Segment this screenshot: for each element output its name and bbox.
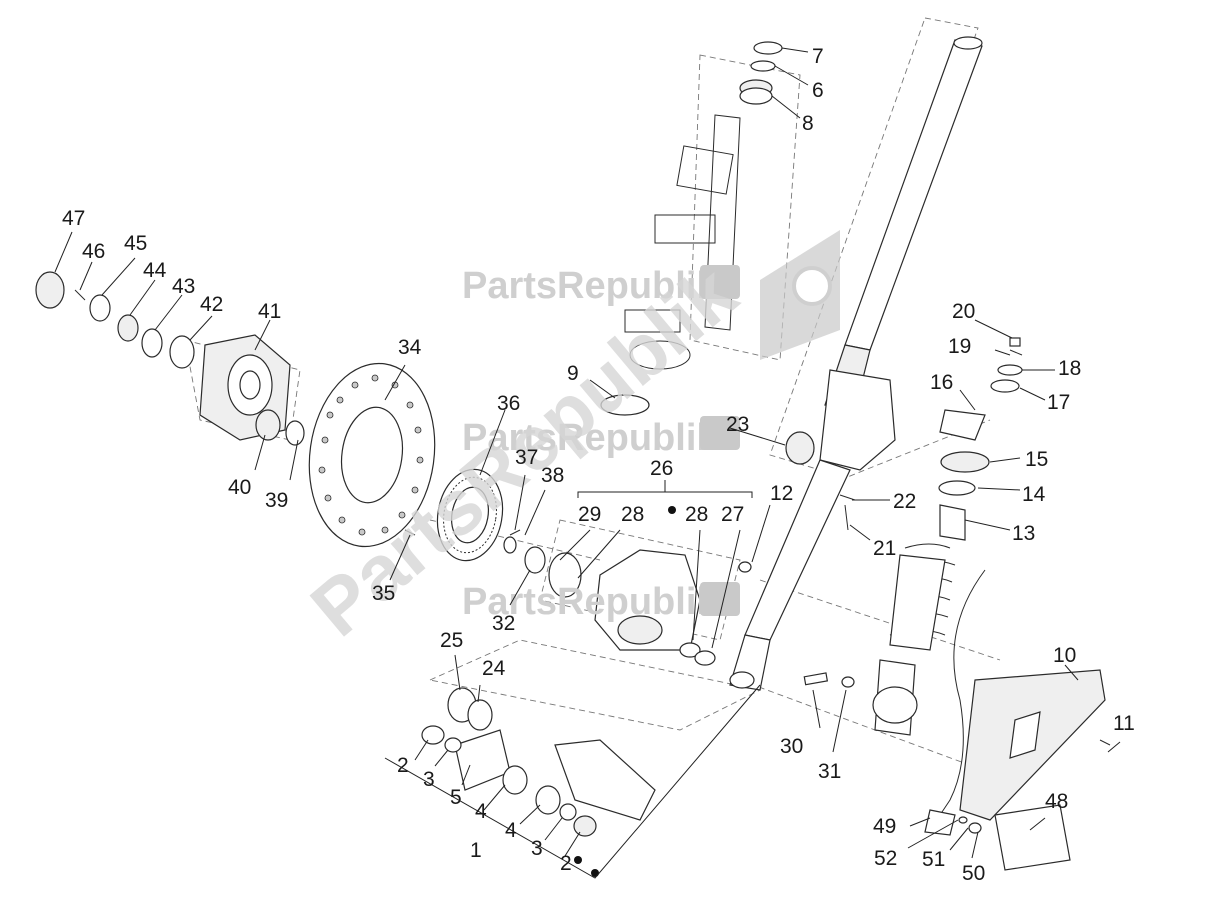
bullet-dot bbox=[591, 869, 599, 877]
part-label: 10 bbox=[1053, 644, 1076, 667]
abs-tone-ring bbox=[436, 468, 504, 562]
part-label: 49 bbox=[873, 815, 896, 838]
part-label: 41 bbox=[258, 300, 281, 323]
part-label: 50 bbox=[962, 862, 985, 885]
part-label: 3 bbox=[531, 837, 543, 860]
part-label: 22 bbox=[893, 490, 916, 513]
part-label: 37 bbox=[515, 446, 538, 469]
part-label: 47 bbox=[62, 207, 85, 230]
bullet-dot bbox=[574, 856, 582, 864]
bullet-dot bbox=[668, 506, 676, 514]
part-label: 44 bbox=[143, 259, 167, 282]
part-label: 11 bbox=[1113, 712, 1135, 735]
part-label: 31 bbox=[818, 760, 841, 783]
part-label: 18 bbox=[1058, 357, 1081, 380]
part-label: 45 bbox=[124, 232, 147, 255]
part-label: 2 bbox=[560, 852, 572, 875]
mudguard-cover bbox=[924, 569, 1106, 871]
watermark-text: PartsRepublik bbox=[462, 581, 718, 623]
part-label: 5 bbox=[450, 786, 462, 809]
part-label: 52 bbox=[874, 847, 897, 870]
leader-lines bbox=[54, 47, 1121, 859]
part-label: 16 bbox=[930, 371, 953, 394]
part-label: 38 bbox=[541, 464, 564, 487]
part-label: 6 bbox=[812, 79, 824, 102]
part-label: 36 bbox=[497, 392, 520, 415]
shock-absorber bbox=[872, 337, 1023, 736]
part-label: 14 bbox=[1022, 483, 1046, 506]
part-label: 29 bbox=[578, 503, 601, 526]
watermark-gear-icon bbox=[792, 266, 832, 306]
part-label: 26 bbox=[650, 457, 673, 480]
watermark-logo-icon bbox=[700, 582, 740, 616]
part-label: 28 bbox=[685, 503, 708, 526]
part-label: 34 bbox=[398, 336, 422, 359]
part-label: 35 bbox=[372, 582, 395, 605]
part-label: 23 bbox=[726, 413, 749, 436]
part-label: 13 bbox=[1012, 522, 1035, 545]
brake-disc bbox=[308, 362, 436, 548]
part-label: 51 bbox=[922, 848, 945, 871]
watermark-text: PartsRepublik bbox=[462, 265, 718, 307]
part-label: 4 bbox=[475, 800, 487, 823]
part-label: 12 bbox=[770, 482, 793, 505]
part-label: 21 bbox=[873, 537, 896, 560]
wheel-axle-parts bbox=[384, 506, 761, 879]
part-label: 1 bbox=[470, 839, 482, 862]
part-label: 2 bbox=[397, 754, 409, 777]
part-label: 28 bbox=[621, 503, 644, 526]
part-label: 32 bbox=[492, 612, 515, 635]
brake-caliper bbox=[503, 536, 716, 666]
watermark-text: PartsRepublik bbox=[462, 417, 718, 459]
part-label: 7 bbox=[812, 45, 824, 68]
part-label: 30 bbox=[780, 735, 803, 758]
watermark-logo-icon bbox=[700, 416, 740, 450]
fork-leg bbox=[729, 36, 983, 691]
part-label: 9 bbox=[567, 362, 579, 385]
part-label: 24 bbox=[482, 657, 506, 680]
part-label: 42 bbox=[200, 293, 223, 316]
misc-fasteners bbox=[404, 394, 1111, 746]
part-label: 40 bbox=[228, 476, 251, 499]
part-label: 3 bbox=[423, 768, 435, 791]
part-label: 48 bbox=[1045, 790, 1068, 813]
part-label: 43 bbox=[172, 275, 195, 298]
part-label: 15 bbox=[1025, 448, 1048, 471]
part-label: 27 bbox=[721, 503, 744, 526]
steering-tube bbox=[624, 114, 741, 370]
part-label: 25 bbox=[440, 629, 463, 652]
part-label: 46 bbox=[82, 240, 105, 263]
watermark-logo-icon bbox=[700, 265, 740, 299]
part-label: 19 bbox=[948, 335, 971, 358]
callout-labels: 1 2 2 3 3 4 4 5 6 7 8 9 10 11 12 13 14 1… bbox=[62, 45, 1135, 885]
top-bearing-stack bbox=[739, 41, 783, 105]
part-label: 17 bbox=[1047, 391, 1070, 414]
part-label: 39 bbox=[265, 489, 288, 512]
part-label: 4 bbox=[505, 819, 517, 842]
part-label: 8 bbox=[802, 112, 814, 135]
part-label: 20 bbox=[952, 300, 975, 323]
wheel-hub-assembly bbox=[35, 271, 305, 446]
